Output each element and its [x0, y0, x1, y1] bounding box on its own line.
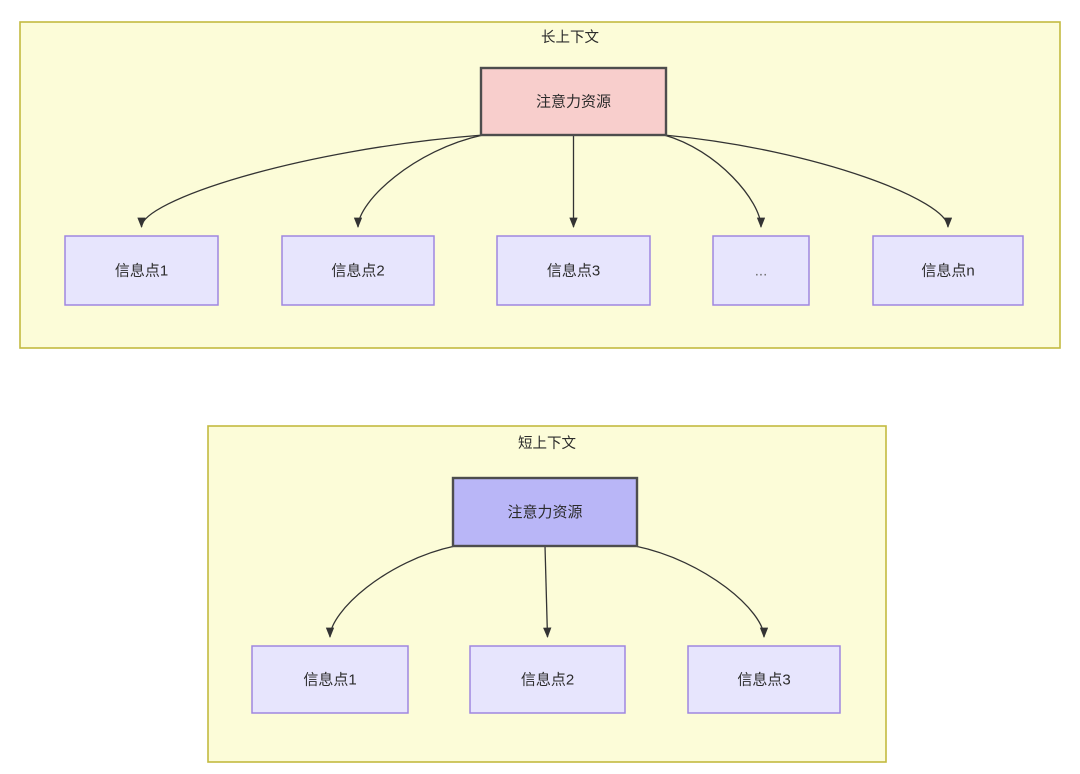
- info-node-label: 信息点n: [921, 262, 974, 279]
- edge-long-context-1: [353, 134, 484, 229]
- info-node[interactable]: [251, 645, 409, 714]
- group-title: 短上下文: [518, 435, 576, 452]
- edge-short-context-2: [634, 545, 769, 639]
- info-node-label: ...: [755, 262, 768, 279]
- info-node[interactable]: [469, 645, 626, 714]
- info-node-label: 信息点1: [303, 671, 356, 688]
- attention-resource-label: 注意力资源: [507, 503, 582, 521]
- edge-long-context-4: [663, 134, 953, 229]
- info-node[interactable]: [64, 235, 219, 306]
- info-node[interactable]: [281, 235, 435, 306]
- attention-resource-node[interactable]: [451, 476, 639, 548]
- info-node-label: 信息点2: [521, 671, 574, 688]
- info-node-label: 信息点2: [331, 262, 384, 279]
- edge-long-context-0: [137, 134, 484, 229]
- edge-short-context-1: [543, 545, 552, 639]
- edge-short-context-0: [325, 545, 456, 639]
- info-node-label: 信息点3: [547, 262, 600, 279]
- info-node-label: 信息点3: [737, 671, 790, 688]
- attention-resource-label: 注意力资源: [536, 92, 611, 110]
- group-title: 长上下文: [541, 29, 599, 46]
- info-node[interactable]: [872, 235, 1024, 306]
- info-node-ellipsis[interactable]: [712, 235, 810, 306]
- edge-long-context-3: [663, 134, 766, 229]
- info-node-label: 信息点1: [115, 262, 168, 279]
- info-node[interactable]: [687, 645, 841, 714]
- attention-resource-node[interactable]: [479, 66, 668, 137]
- info-node[interactable]: [496, 235, 651, 306]
